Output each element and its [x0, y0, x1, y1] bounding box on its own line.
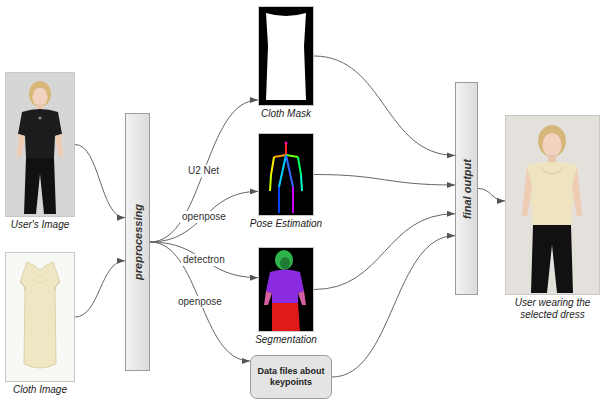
flow-connector — [478, 189, 505, 201]
flow-connector — [314, 214, 455, 290]
edge-label: U2 Net — [186, 165, 221, 177]
user-image: User's Image — [5, 72, 75, 217]
user-photo — [5, 72, 75, 217]
flow-connector — [332, 236, 455, 377]
keypoint-data-box: Data files about keypoints — [250, 355, 332, 399]
box-text: Data files about keypoints — [251, 363, 331, 391]
flow-connector — [150, 100, 258, 242]
cloth-mask-image — [258, 6, 314, 106]
final-output-stage: final output — [455, 82, 478, 295]
edge-label: openpose — [180, 211, 228, 223]
flow-connector — [314, 56, 455, 155]
pose-estimation-image — [258, 133, 314, 216]
flow-connector — [150, 242, 250, 361]
cloth-mask: Cloth Mask — [258, 6, 314, 106]
stage-label: final output — [461, 159, 473, 219]
result-photo — [505, 115, 600, 295]
image-caption: Cloth Mask — [261, 108, 311, 120]
segmentation-image — [258, 247, 314, 332]
pose-estimation: Pose Estimation — [258, 133, 314, 216]
flow-connector — [75, 145, 125, 218]
preprocessing-stage: preprocessing — [125, 113, 150, 371]
edge-label: detectron — [181, 254, 227, 266]
segmentation: Segmentation — [258, 247, 314, 332]
cloth-image: Cloth Image — [5, 252, 75, 382]
flow-connector — [150, 191, 258, 242]
image-caption: User wearing the selected dress — [503, 297, 603, 321]
cloth-photo — [5, 252, 75, 382]
edge-label: openpose — [176, 296, 224, 308]
image-caption: Cloth Image — [13, 384, 67, 396]
stage-label: preprocessing — [132, 204, 144, 280]
image-caption: Segmentation — [255, 334, 317, 346]
flow-connector — [314, 175, 455, 186]
image-caption: Pose Estimation — [250, 218, 322, 230]
flow-connector — [75, 261, 125, 317]
image-caption: User's Image — [11, 219, 70, 231]
result-image: User wearing the selected dress — [505, 115, 600, 295]
